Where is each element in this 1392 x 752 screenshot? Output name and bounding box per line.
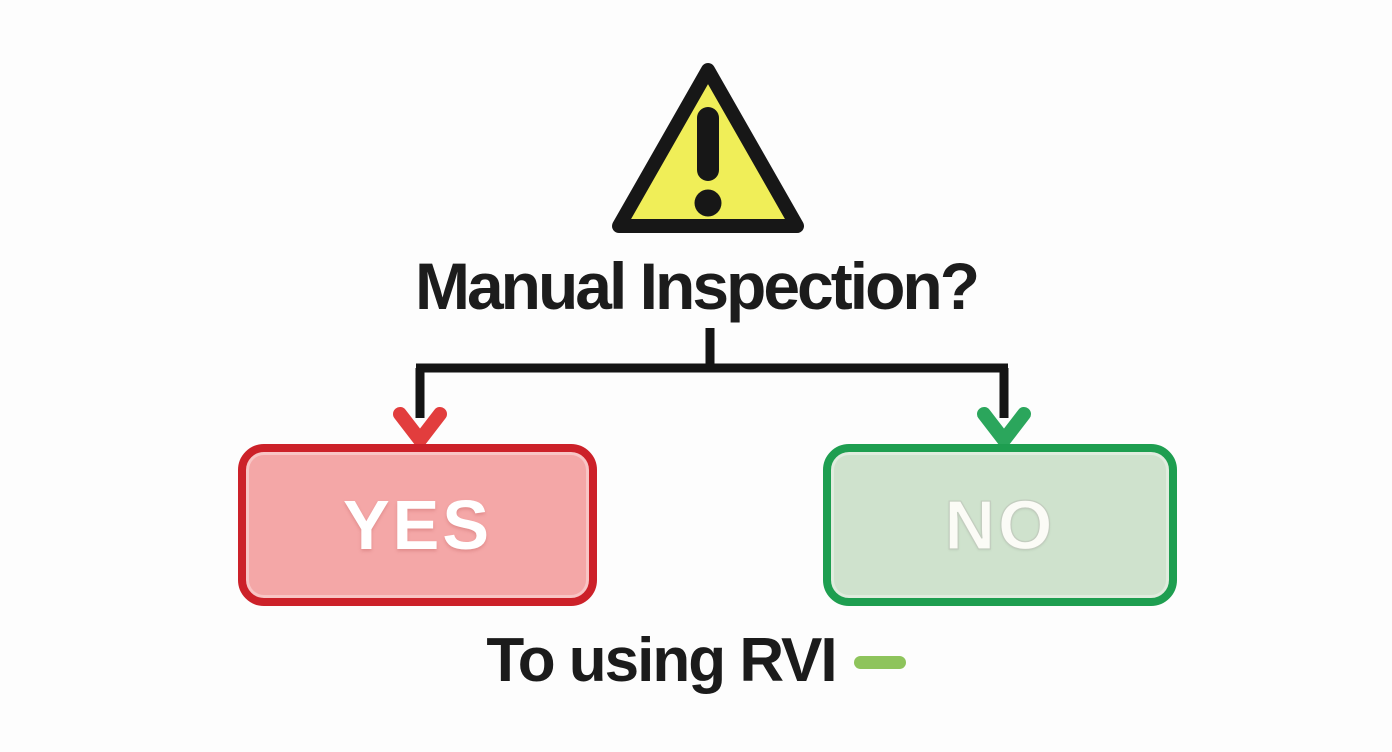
connector-lines [415, 328, 1009, 418]
yes-box: YES [238, 444, 597, 606]
no-label: NO [944, 486, 1056, 564]
exclamation-dot [694, 189, 722, 217]
branch-connectors [393, 328, 1031, 447]
caption-text: To using RVI [486, 626, 837, 695]
caption: To using RVI [0, 628, 1392, 693]
yes-label: YES [342, 486, 493, 564]
yes-arrowhead-icon [393, 407, 447, 447]
warning-triangle-icon [612, 63, 804, 233]
green-dash-icon [853, 656, 906, 670]
no-arrowhead-icon [977, 407, 1031, 447]
no-box: NO [823, 444, 1177, 606]
question-label: Manual Inspection? [414, 249, 980, 323]
